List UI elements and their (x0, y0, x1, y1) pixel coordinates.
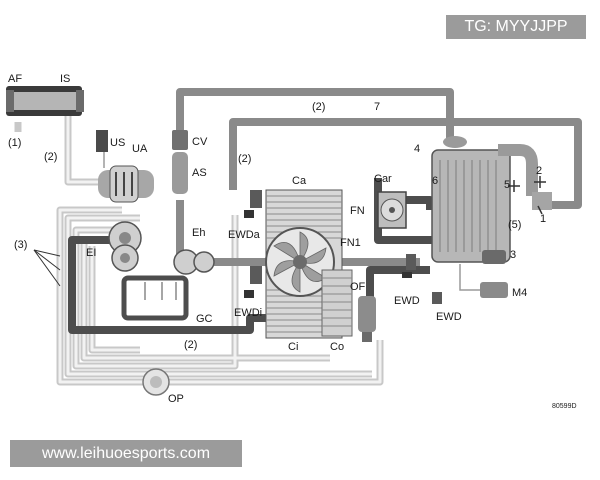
callout-2-mid: (2) (238, 153, 251, 165)
drive-motor (459, 264, 508, 298)
label-fn1: FN1 (340, 237, 361, 249)
outlet-valves (508, 176, 552, 215)
label-eh: Eh (192, 227, 205, 239)
label-2: 2 (536, 165, 542, 177)
label-3: 3 (510, 249, 516, 261)
cooling-fan-icon (265, 227, 335, 297)
label-us: US (110, 137, 125, 149)
label-6: 6 (432, 175, 438, 187)
label-as: AS (192, 167, 207, 179)
label-4: 4 (414, 143, 420, 155)
air-separator (172, 152, 188, 194)
label-ei: EI (86, 247, 96, 259)
figure-code: 80599D (552, 403, 577, 410)
label-af: AF (8, 73, 22, 85)
url-banner: www.leihuoesports.com (10, 440, 242, 467)
oil-pump (142, 368, 170, 396)
url-text: www.leihuoesports.com (41, 445, 211, 462)
label-of: OF (350, 281, 366, 293)
compressor-element-high (173, 249, 215, 275)
label-5: 5 (504, 179, 510, 191)
oil-filter (358, 296, 376, 342)
drain-valve-a (244, 190, 262, 218)
label-op: OP (168, 393, 184, 405)
label-ewd-1: EWD (394, 295, 420, 307)
label-fn: FN (350, 205, 365, 217)
check-valve (172, 130, 188, 150)
compressor-element (108, 221, 142, 272)
label-ci: Ci (288, 341, 298, 353)
intake-pipe (14, 112, 100, 186)
callout-5: (5) (508, 219, 521, 231)
callout-3-leaders (33, 249, 61, 287)
label-gc: GC (196, 313, 213, 325)
callout-2-top: (2) (312, 101, 325, 113)
label-7: 7 (374, 101, 380, 113)
label-co: Co (330, 341, 344, 353)
dryer-drain-1 (402, 254, 416, 278)
air-filter (6, 86, 84, 116)
callout-2-left: (2) (44, 151, 57, 163)
label-ewdi: EWDi (234, 307, 262, 319)
oil-cooler (321, 269, 353, 337)
drain-valve-i (244, 266, 262, 298)
label-cv: CV (192, 136, 208, 148)
label-car: Car (374, 173, 392, 185)
label-ca: Ca (292, 175, 307, 187)
dryer-drain-2 (432, 292, 442, 304)
label-1: 1 (540, 213, 546, 225)
label-ewda: EWDa (228, 229, 261, 241)
tag-text: TG: MYYJJPP (464, 18, 568, 35)
dryer-vessel (431, 136, 538, 264)
label-m4: M4 (512, 287, 527, 299)
callout-2-bottom: (2) (184, 339, 197, 351)
label-ewd-2: EWD (436, 311, 462, 323)
gear-casing (121, 275, 189, 321)
callout-3: (3) (14, 239, 27, 251)
dryer-fan-icon (377, 191, 407, 229)
unloader-valve (98, 150, 154, 203)
label-ua: UA (132, 143, 148, 155)
label-is: IS (60, 73, 70, 85)
tag-banner: TG: MYYJJPP (446, 15, 586, 39)
unloader-switch (96, 130, 108, 152)
callout-1: (1) (8, 137, 21, 149)
